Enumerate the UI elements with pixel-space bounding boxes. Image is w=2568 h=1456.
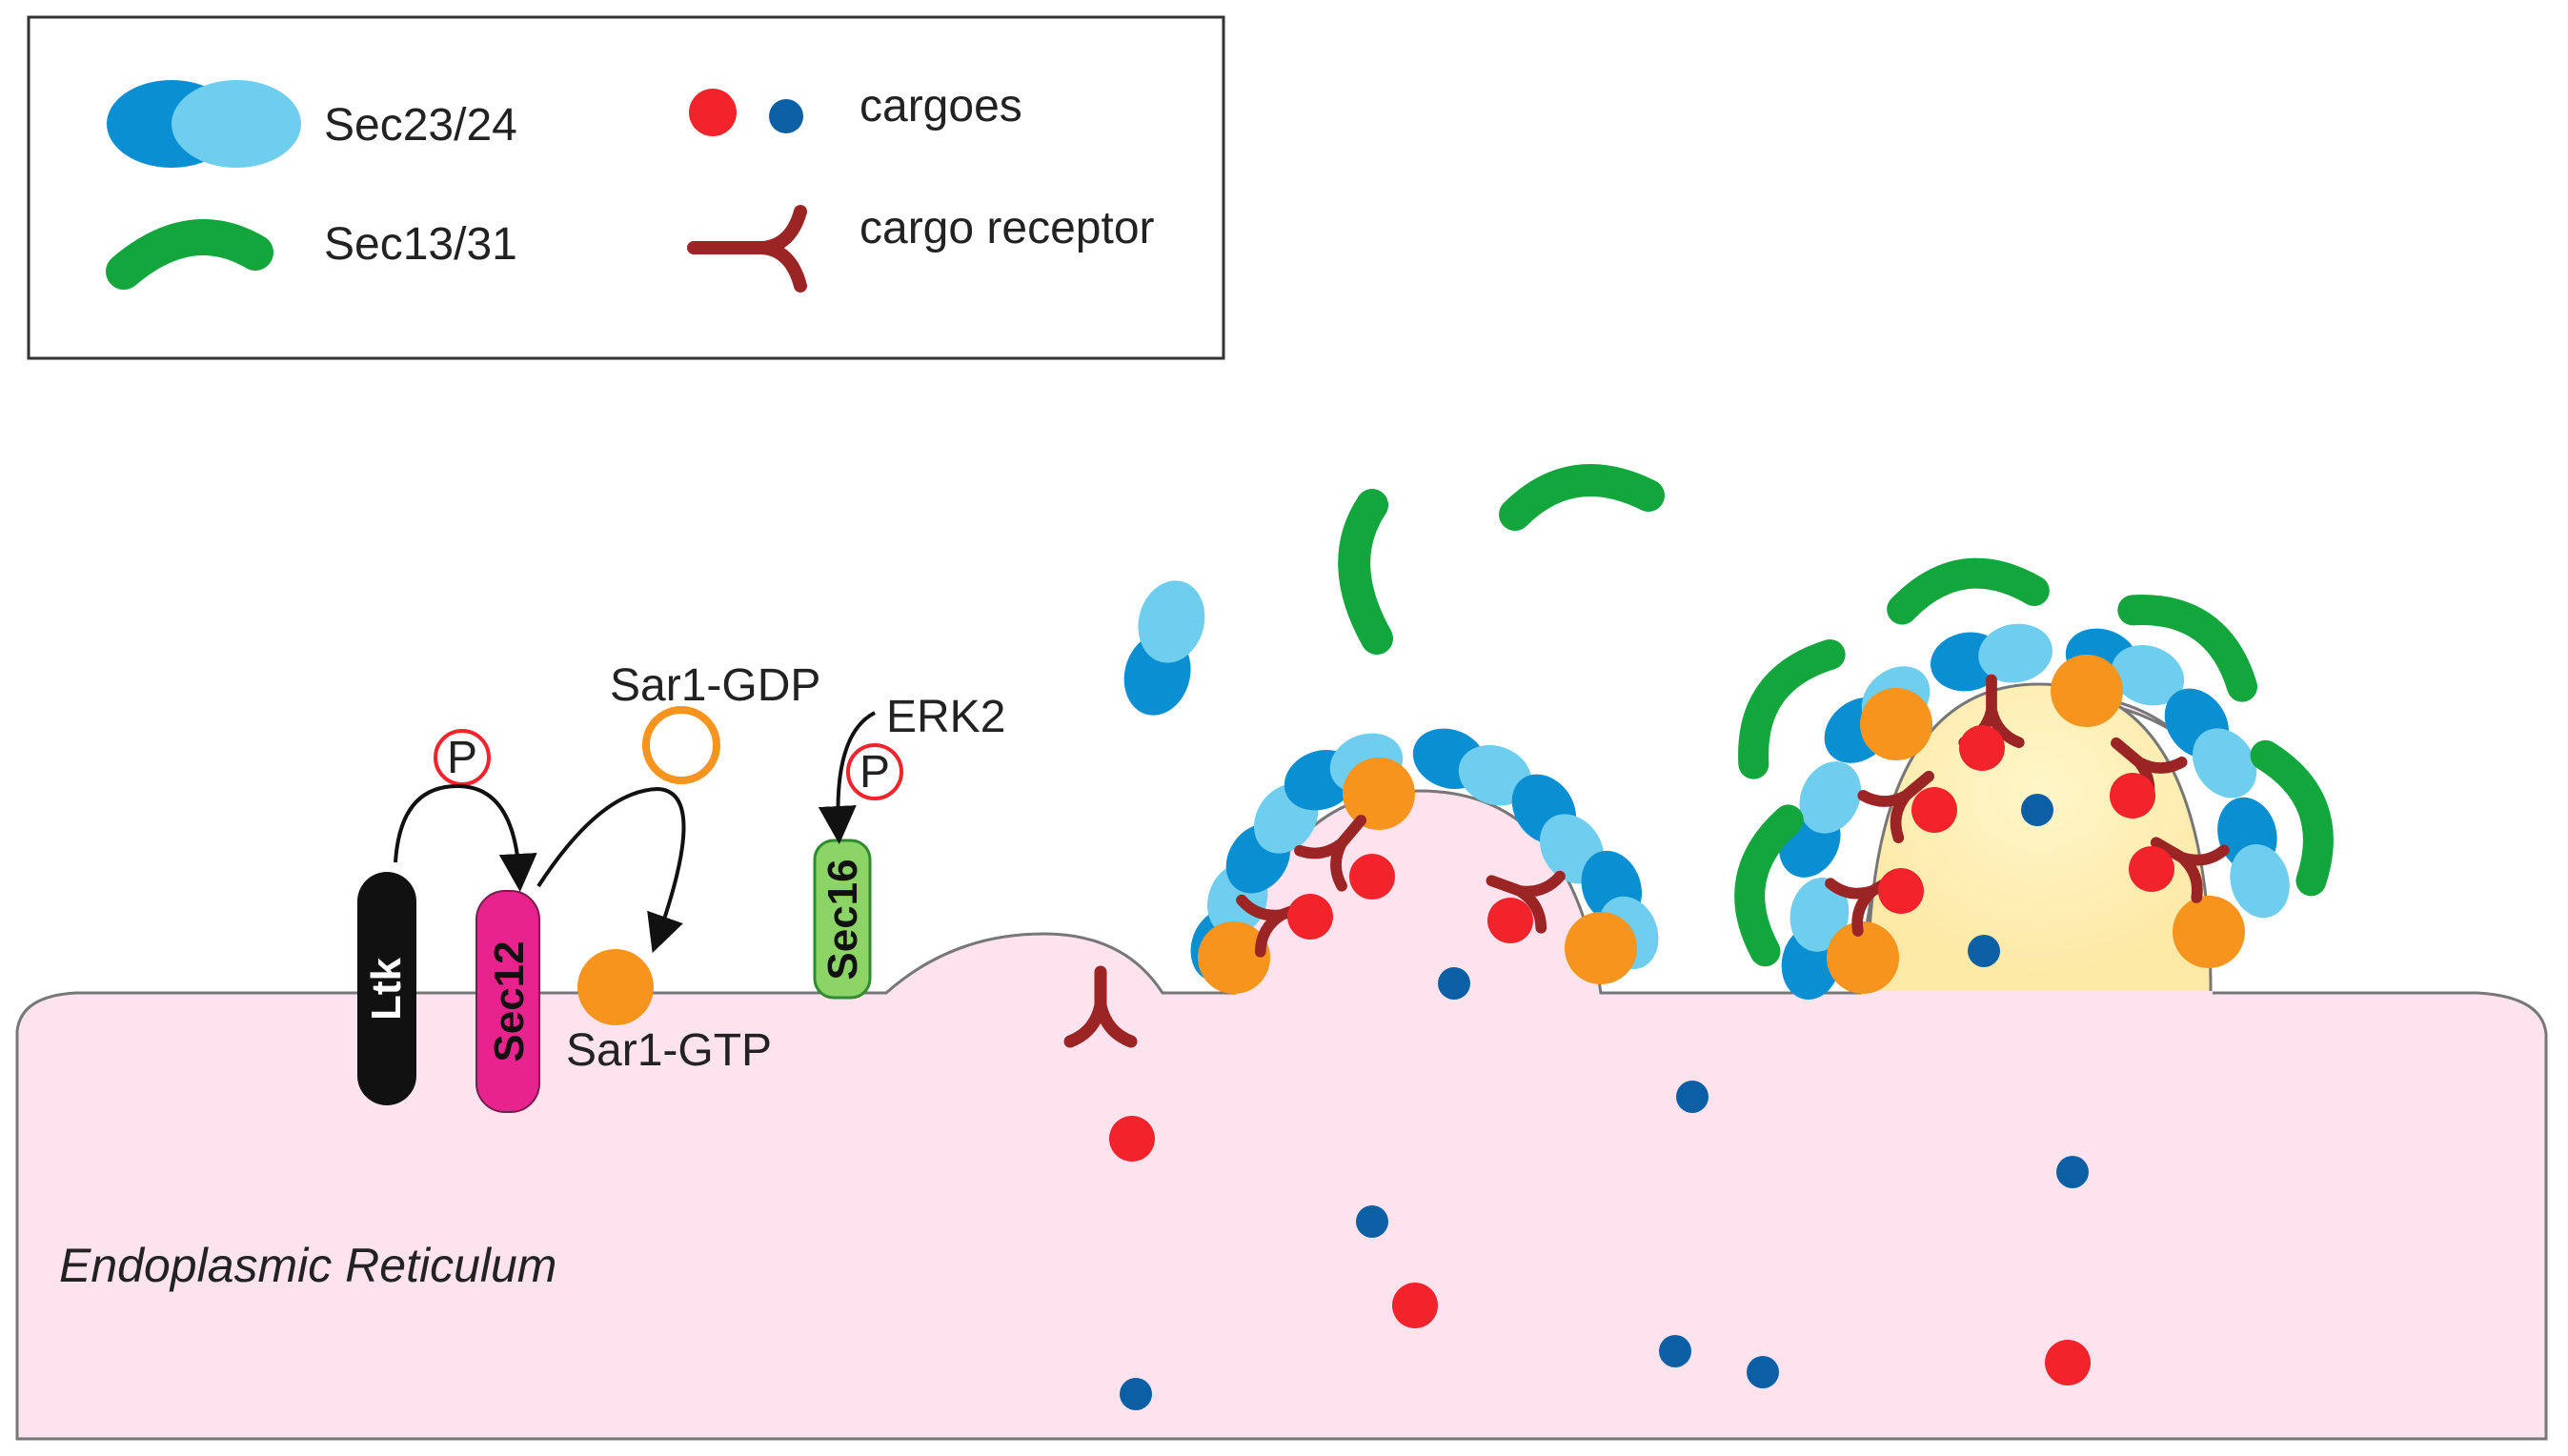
legend: Sec23/24 Sec13/31 cargoes cargo receptor: [27, 15, 1225, 360]
cargo-receptor-legend-icon: [687, 205, 807, 293]
vesicle-membrane: [1866, 682, 2213, 992]
sec23-24-legend-icon: [107, 80, 301, 168]
coat-bud-1: [1181, 718, 1668, 994]
sec13-31-free-icon: [1499, 464, 1665, 531]
blue-cargo-legend-icon: [769, 99, 803, 133]
erk2-label: ERK2: [886, 692, 1005, 742]
er-label: Endoplasmic Reticulum: [59, 1239, 556, 1292]
er-cargoes: [1109, 967, 2091, 1410]
sec12-to-sar1-arrow: [536, 786, 686, 954]
erk2-to-sec16-arrow: [818, 711, 876, 844]
sec12-label: Sec12: [486, 940, 533, 1062]
sar1-gdp-label: Sar1-GDP: [610, 660, 820, 711]
phosphate-label-2: P: [859, 747, 890, 798]
sec13-31-free-icon: [1338, 489, 1393, 655]
ltk-label: Ltk: [363, 957, 410, 1021]
ltk-kinase: Ltk: [357, 872, 416, 1105]
sec16-protein: Sec16: [813, 839, 872, 1000]
vesicle-lumen: [1868, 684, 2211, 991]
vesicle-neck-fill: [1866, 991, 2213, 995]
sar1-gtp-icon: [577, 949, 654, 1025]
legend-box: [27, 15, 1225, 360]
legend-sec23-24-label: Sec23/24: [324, 100, 517, 151]
sec13-31-legend-icon: [106, 219, 273, 290]
sec23-24-free-icon: [1115, 573, 1214, 723]
sar1-gtp-label: Sar1-GTP: [566, 1025, 772, 1076]
sar1-gdp-icon: [642, 706, 720, 784]
ltk-phosphate-icon: P: [434, 729, 491, 786]
sec12-protein: Sec12: [475, 890, 540, 1113]
erk2-phosphate-icon: P: [846, 743, 903, 800]
coat-bud-2: [1732, 565, 2335, 1004]
legend-cargo-receptor-label: cargo receptor: [859, 203, 1155, 253]
legend-cargoes-label: cargoes: [859, 81, 1022, 131]
ltk-to-sec12-arrow: [394, 783, 537, 892]
legend-sec13-31-label: Sec13/31: [324, 219, 517, 270]
sec16-label: Sec16: [819, 859, 866, 980]
phosphate-label-1: P: [447, 733, 477, 783]
red-cargo-legend-icon: [689, 89, 737, 136]
